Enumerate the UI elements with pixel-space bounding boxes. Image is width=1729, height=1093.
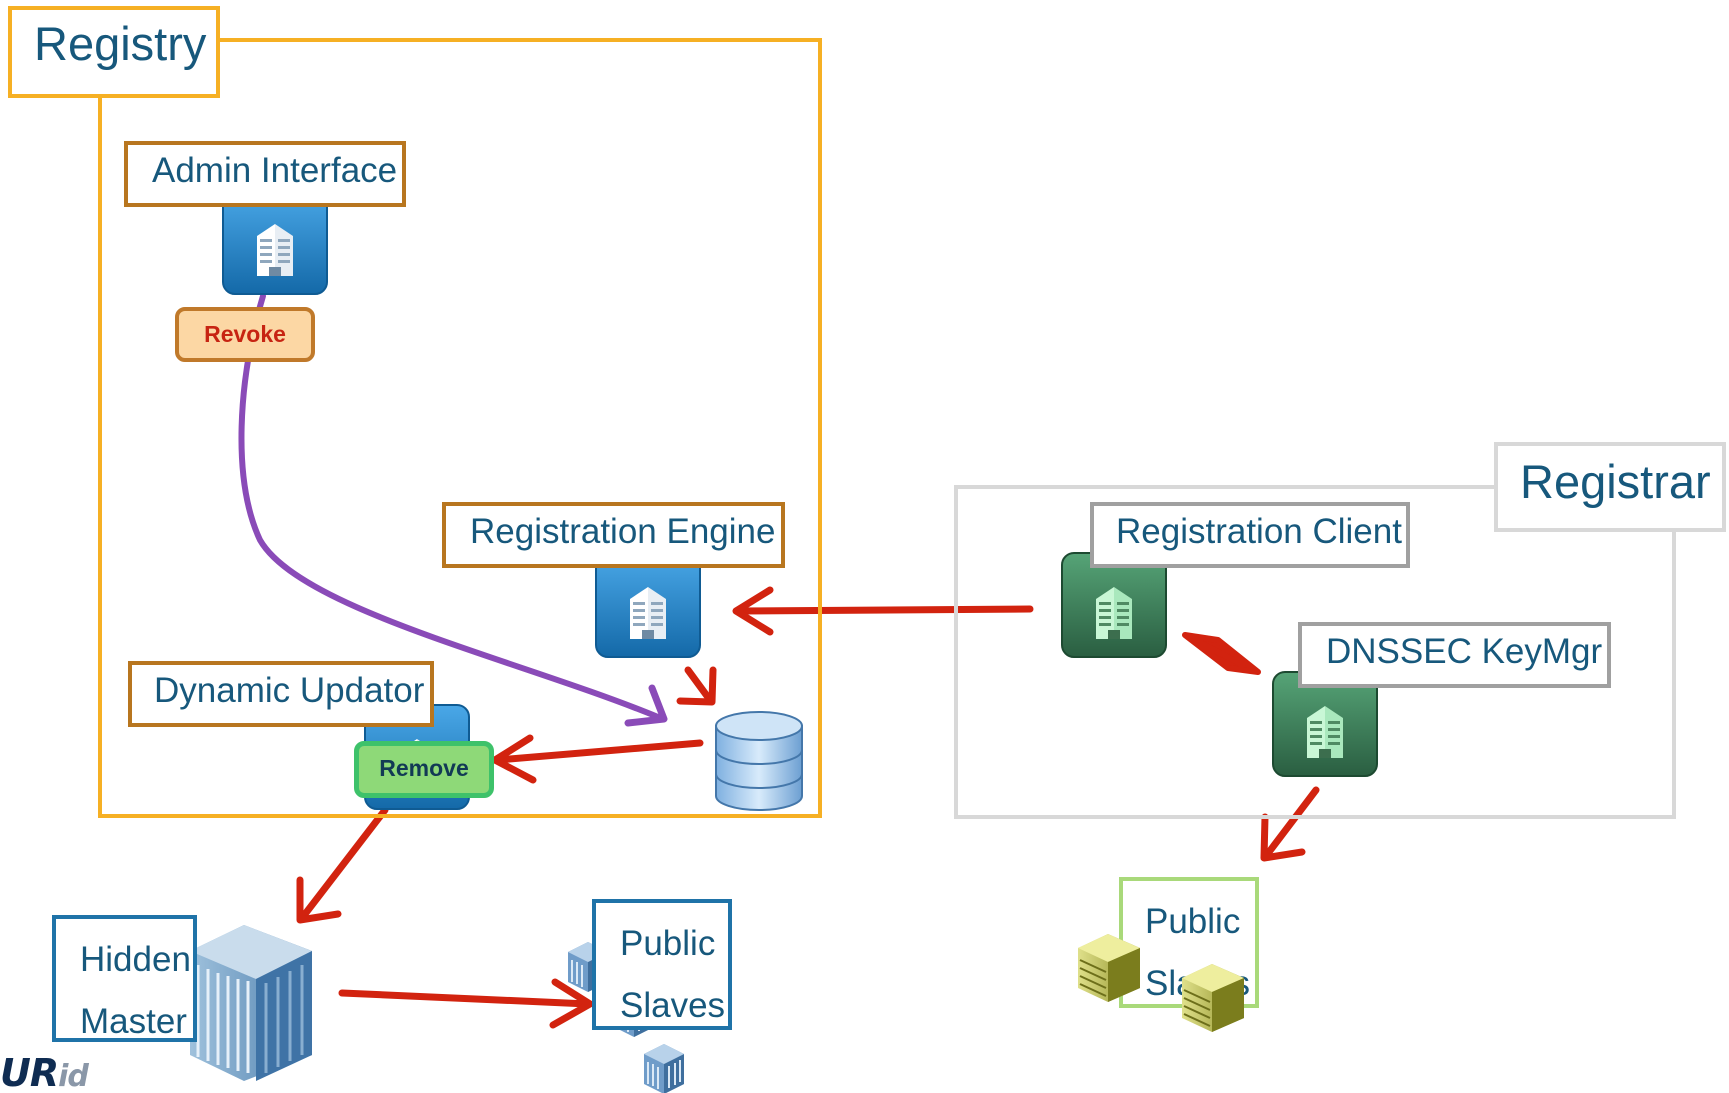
sync-double-arrow — [1182, 632, 1261, 675]
hidden-master-label-line2: Master — [80, 1002, 187, 1041]
registration-client-label: Registration Client — [1090, 502, 1410, 568]
registration-engine-label: Registration Engine — [442, 502, 785, 568]
public-slave-building-icon — [643, 1043, 685, 1093]
registrar-public-slaves-racks — [1077, 933, 1245, 1033]
registry-title: Registry — [8, 6, 220, 98]
dynamic-updator-label: Dynamic Updator — [128, 661, 434, 727]
hidden-master-label-line1: Hidden — [80, 940, 191, 979]
hidden-master-building-icon — [190, 925, 312, 1081]
server-rack-icon — [1077, 933, 1141, 1003]
red-flow-arrows — [296, 586, 1320, 1029]
registry-zone — [98, 38, 822, 818]
admin-interface-label: Admin Interface — [124, 141, 406, 207]
registry-public-slaves-label: Public Slaves — [592, 899, 732, 1030]
remove-action-badge: Remove — [354, 741, 494, 798]
revoke-arrowhead — [624, 684, 668, 727]
revoke-flow-arrow — [238, 293, 661, 720]
server-rack-icon — [1181, 963, 1245, 1033]
registry-public-slaves-line1: Public — [620, 924, 716, 963]
registrar-title: Registrar — [1494, 442, 1726, 532]
registrar-public-slaves-line1: Public — [1145, 902, 1241, 941]
hidden-master-label: Hidden Master — [52, 915, 197, 1042]
database-icon — [715, 711, 803, 811]
dnssec-keymgr-label: DNSSEC KeyMgr — [1298, 622, 1611, 688]
logo: URid — [0, 1053, 89, 1093]
registry-public-slaves-line2: Slaves — [620, 986, 726, 1025]
revoke-action-badge: Revoke — [175, 307, 315, 362]
registrar-zone — [954, 485, 1676, 819]
